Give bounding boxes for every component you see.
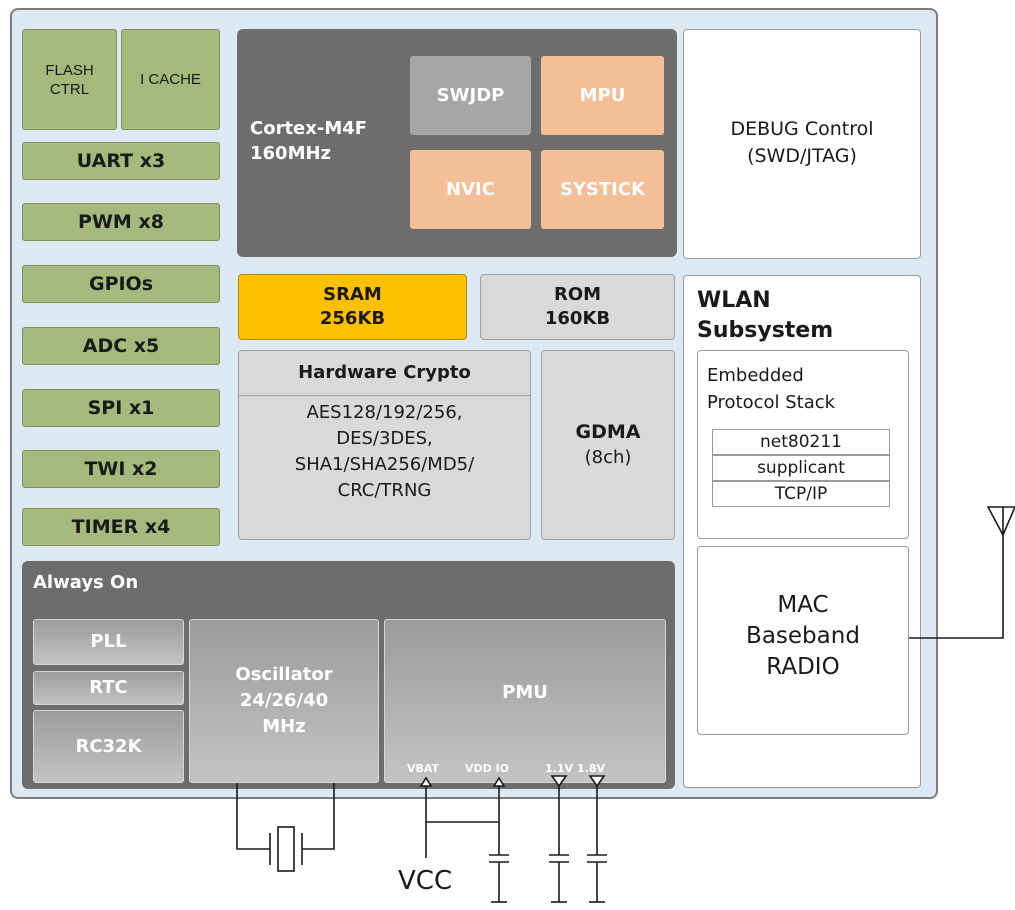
always-on-title: Always On [33, 572, 139, 593]
pll-block: PLL [33, 619, 184, 665]
spi-block: SPI x1 [22, 389, 220, 427]
gdma-channels: (8ch) [584, 447, 632, 468]
gpios-block: GPIOs [22, 265, 220, 303]
capacitor-icon [587, 775, 607, 903]
flash-ctrl-block: FLASH CTRL [22, 29, 117, 130]
rc32k-block: RC32K [33, 710, 184, 783]
vcc-wiring [419, 776, 506, 858]
oscillator-block: Oscillator 24/26/40 MHz [189, 619, 379, 783]
pin-1v1: 1.1V [545, 762, 573, 775]
wlan-subsystem-title: WLAN Subsystem [697, 288, 834, 343]
gdma-block: GDMA (8ch) [541, 350, 675, 540]
stack-item-supplicant: supplicant [712, 455, 890, 481]
uart-block: UART x3 [22, 142, 220, 180]
twi-block: TWI x2 [22, 450, 220, 488]
capacitor-icon [489, 854, 509, 903]
hardware-crypto-block [238, 350, 531, 540]
adc-block: ADC x5 [22, 327, 220, 365]
pmu-block: PMU [384, 619, 666, 783]
pin-1v8: 1.8V [577, 762, 605, 775]
rom-block: ROM 160KB [480, 274, 675, 340]
nvic-block: NVIC [410, 150, 531, 229]
debug-control-label: DEBUG Control (SWD/JTAG) [730, 118, 874, 167]
crystal-icon [236, 783, 335, 872]
protocol-stack-label: Embedded Protocol Stack [707, 365, 836, 413]
pin-vdd-io: VDD IO [465, 762, 510, 775]
stack-item-net80211: net80211 [712, 429, 890, 455]
hardware-crypto-algorithms: AES128/192/256, DES/3DES, SHA1/SHA256/MD… [294, 402, 475, 501]
pwm-block: PWM x8 [22, 203, 220, 241]
antenna-icon [909, 506, 1015, 639]
gdma-title: GDMA [575, 421, 641, 443]
icache-block: I CACHE [121, 29, 220, 130]
hardware-crypto-title: Hardware Crypto [238, 350, 531, 396]
stack-item-tcpip: TCP/IP [712, 481, 890, 507]
radio-label: MAC Baseband RADIO [746, 592, 860, 680]
vcc-label: VCC [398, 866, 453, 896]
sram-block: SRAM 256KB [238, 274, 467, 340]
cortex-label: Cortex-M4F 160MHz [250, 118, 368, 164]
swjdp-block: SWJDP [410, 56, 531, 135]
rtc-block: RTC [33, 671, 184, 705]
debug-control-block [683, 29, 921, 259]
radio-block [697, 546, 909, 735]
capacitor-icon [549, 775, 569, 903]
timer-block: TIMER x4 [22, 508, 220, 546]
systick-block: SYSTICK [541, 150, 664, 229]
mpu-block: MPU [541, 56, 664, 135]
pin-vbat: VBAT [407, 762, 440, 775]
